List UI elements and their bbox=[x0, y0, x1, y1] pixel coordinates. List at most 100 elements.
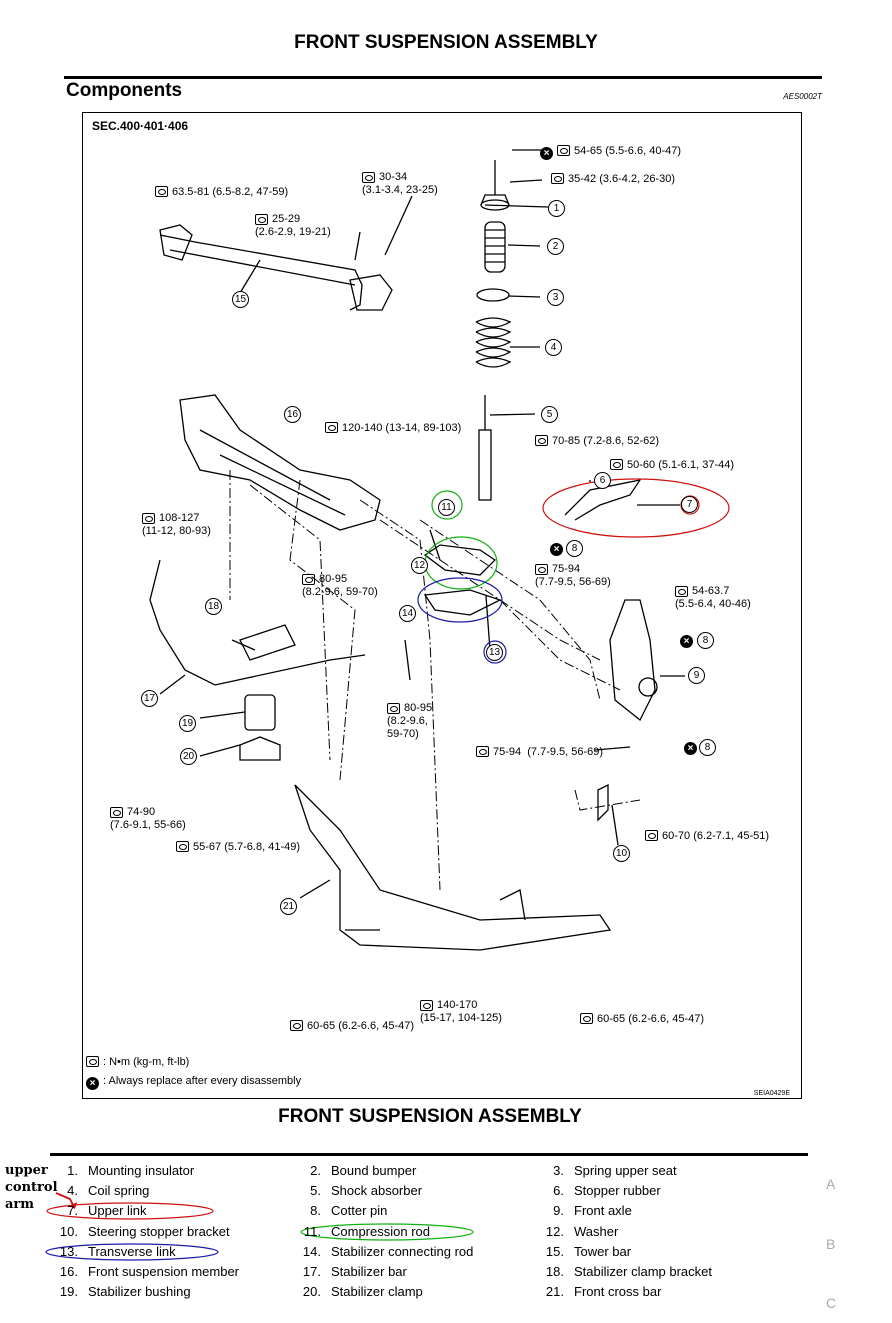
front-axle-hub bbox=[638, 677, 658, 697]
cotter-pin-label: × bbox=[550, 541, 567, 556]
diagram-frame bbox=[82, 112, 802, 1099]
part-name: Transverse link bbox=[88, 1243, 176, 1259]
cross-bar-details bbox=[345, 889, 526, 931]
torque-label-15: 74-90 (7.6-9.1, 55-66) bbox=[110, 806, 186, 831]
torque-label-19: 60-65 (6.2-6.6, 45-47) bbox=[290, 1020, 414, 1033]
torque-icon bbox=[675, 586, 688, 597]
bound-bumper-shape bbox=[484, 221, 506, 273]
upper-link-shape bbox=[564, 479, 642, 521]
part-name: Stabilizer clamp bbox=[331, 1284, 423, 1300]
page-title: FRONT SUSPENSION ASSEMBLY bbox=[294, 32, 598, 53]
torque-label-10: 80-95 (8.2-9.6, 59-70) bbox=[302, 573, 378, 598]
parts-list-item: 19.Stabilizer bushing bbox=[50, 1284, 191, 1299]
callout-8: 8 bbox=[566, 540, 583, 557]
blue-highlight-transverse-link bbox=[417, 577, 503, 623]
torque-icon bbox=[290, 1020, 303, 1031]
callout-17: 17 bbox=[141, 690, 158, 707]
part-number: 7. bbox=[67, 1203, 78, 1219]
legend-replace-note: ×: Always replace after every disassembl… bbox=[86, 1075, 301, 1090]
stabilizer-connecting-rod-shape bbox=[404, 639, 411, 681]
drawing-lines bbox=[149, 149, 685, 951]
bumper-rings bbox=[485, 229, 505, 263]
part-name: Washer bbox=[574, 1223, 619, 1239]
part-number: 14. bbox=[302, 1243, 321, 1259]
parts-list-item: 3. Spring upper seat bbox=[536, 1163, 677, 1178]
parts-list-item: 20. Stabilizer clamp bbox=[293, 1284, 423, 1299]
callout-20: 20 bbox=[180, 748, 197, 765]
part-number: 19. bbox=[59, 1284, 78, 1300]
callout-10: 10 bbox=[613, 845, 630, 862]
spring-seat-shape bbox=[476, 288, 510, 302]
torque-label-4: 30-34 (3.1-3.4, 23-25) bbox=[362, 171, 438, 196]
part-number: 18. bbox=[545, 1264, 564, 1279]
part-number: 20. bbox=[302, 1284, 321, 1300]
green-highlight-list-item-11 bbox=[300, 1223, 474, 1241]
callout-2: 2 bbox=[547, 238, 564, 255]
part-name: Spring upper seat bbox=[574, 1163, 677, 1178]
torque-icon bbox=[325, 422, 338, 433]
side-letter-b: B bbox=[826, 1236, 836, 1252]
part-name: Cotter pin bbox=[331, 1203, 388, 1219]
parts-list-item: 9.Front axle bbox=[536, 1203, 632, 1218]
part-name: Stabilizer bar bbox=[331, 1264, 407, 1279]
torque-label-18: 140-170 (15-17, 104-125) bbox=[420, 999, 502, 1024]
torque-icon bbox=[387, 703, 400, 714]
part-number: 9. bbox=[553, 1203, 564, 1219]
compression-rod-shape bbox=[423, 544, 497, 576]
part-number: 6. bbox=[553, 1183, 564, 1199]
torque-icon bbox=[551, 173, 564, 184]
torque-label-11: 75-94 (7.7-9.5, 56-69) bbox=[535, 563, 611, 588]
replace-icon: × bbox=[86, 1077, 99, 1090]
callout-16: 16 bbox=[284, 406, 301, 423]
torque-icon bbox=[362, 172, 375, 183]
part-number: 3. bbox=[553, 1163, 564, 1178]
part-name: Stabilizer clamp bracket bbox=[574, 1264, 712, 1279]
torque-label-14: 75-94 (7.7-9.5, 56-69) bbox=[476, 746, 603, 759]
torque-icon bbox=[420, 1000, 433, 1011]
section-code: SEC.400·401·406 bbox=[92, 119, 189, 133]
handwritten-note: upper control arm bbox=[5, 1163, 58, 1212]
part-number: 15. bbox=[545, 1243, 564, 1259]
part-name: Mounting insulator bbox=[88, 1163, 195, 1178]
torque-icon bbox=[155, 186, 168, 197]
part-name: Shock absorber bbox=[331, 1183, 423, 1199]
parts-list-item: 18. Stabilizer clamp bracket bbox=[536, 1264, 712, 1279]
handwritten-arrow-head bbox=[69, 1202, 77, 1209]
part-number: 13. bbox=[59, 1243, 78, 1259]
steering-stopper-bracket-shape bbox=[597, 783, 609, 822]
dashdot-lines bbox=[229, 470, 641, 891]
callout-8: 8 bbox=[697, 632, 714, 649]
part-name: Coil spring bbox=[88, 1183, 150, 1199]
parts-list-item: 5.Shock absorber bbox=[293, 1183, 422, 1198]
torque-label-7: 70-85 (7.2-8.6, 52-62) bbox=[535, 435, 659, 448]
parts-list-item: 1. Mounting insulator bbox=[50, 1163, 194, 1178]
torque-icon bbox=[535, 564, 548, 575]
callout-15: 15 bbox=[232, 291, 249, 308]
part-number: 17. bbox=[302, 1264, 321, 1279]
callout-8: 8 bbox=[699, 739, 716, 756]
part-number: 12. bbox=[545, 1223, 564, 1239]
part-number: 10. bbox=[59, 1223, 78, 1239]
parts-list-item: 2.Bound bumper bbox=[293, 1163, 416, 1178]
part-name: Upper link bbox=[88, 1203, 147, 1219]
torque-icon bbox=[557, 145, 570, 156]
torque-label-1: ×54-65 (5.5-6.6, 40-47) bbox=[540, 145, 681, 160]
torque-label-17: 60-70 (6.2-7.1, 45-51) bbox=[645, 830, 769, 843]
red-highlight-list-item-7 bbox=[46, 1202, 214, 1220]
blue-highlight-list-item-13 bbox=[45, 1243, 219, 1261]
member-ribs bbox=[199, 429, 346, 516]
replace-icon: × bbox=[550, 543, 563, 556]
part-number: 11. bbox=[303, 1223, 321, 1239]
stabilizer-bar-shape bbox=[149, 559, 366, 686]
torque-label-13: 80-95 (8.2-9.6, 59-70) bbox=[387, 702, 433, 740]
torque-label-20: 60-65 (6.2-6.6, 45-47) bbox=[580, 1013, 704, 1026]
torque-icon bbox=[110, 807, 123, 818]
parts-list-item: 10.Steering stopper bracket bbox=[50, 1224, 230, 1239]
torque-icon bbox=[142, 513, 155, 524]
parts-title: FRONT SUSPENSION ASSEMBLY bbox=[278, 1106, 582, 1127]
parts-list-item: 6.Stopper rubber bbox=[536, 1183, 661, 1198]
part-number: 1. bbox=[67, 1163, 78, 1178]
part-number: 21. bbox=[545, 1284, 564, 1300]
front-cross-bar-shape bbox=[294, 784, 612, 951]
